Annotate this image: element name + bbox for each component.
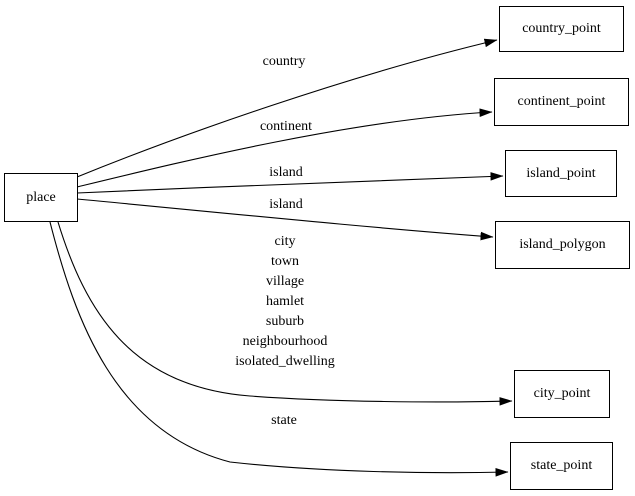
edge-label-island-polygon: island <box>269 197 303 212</box>
edge-label-country: country <box>262 54 306 69</box>
edge-place-state_point <box>49 221 509 477</box>
edge-place-island_polygon <box>76 198 494 241</box>
edge-label-state: state <box>271 413 297 428</box>
edge-label-island-point: island <box>269 165 303 180</box>
node-state-point: state_point <box>510 442 613 490</box>
node-country-point: country_point <box>499 6 624 52</box>
edge-label-continent: continent <box>259 119 313 134</box>
edge-label-city-list: city town village hamlet suburb neighbou… <box>235 234 335 369</box>
node-island-polygon: island_polygon <box>495 221 630 269</box>
edge-place-continent_point <box>76 108 493 188</box>
edge-place-island_point <box>76 172 504 194</box>
edge-place-country_point <box>76 38 498 178</box>
node-island-point: island_point <box>505 150 617 197</box>
node-city-point: city_point <box>514 370 610 418</box>
edge-place-city_point <box>57 221 513 406</box>
node-place: place <box>4 173 78 222</box>
node-continent-point: continent_point <box>494 78 629 126</box>
